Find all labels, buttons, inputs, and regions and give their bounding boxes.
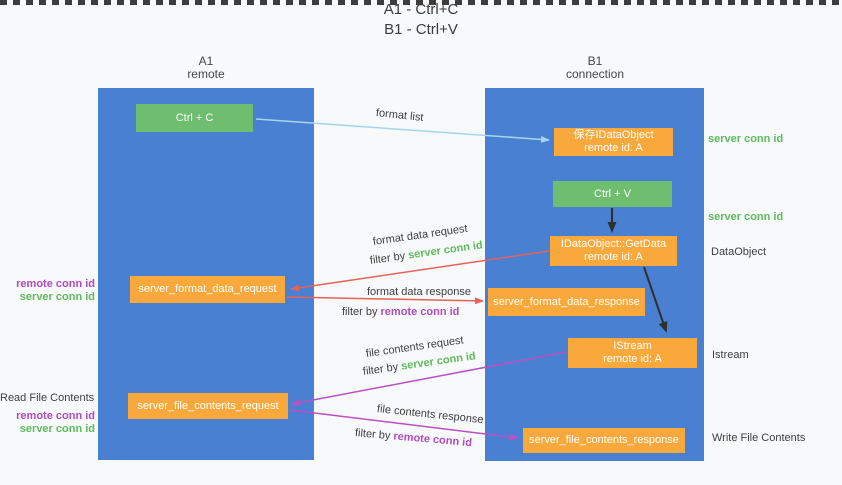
lane-a1-name: A1 — [198, 54, 214, 68]
node-ctrl-v: Ctrl + V — [553, 181, 672, 207]
remote-conn-id-text: remote conn id — [380, 306, 460, 318]
filter-by-text: filter by — [354, 427, 391, 443]
label-remote-conn-id-left2: remote conn id — [16, 410, 95, 422]
label-conn-ids-left-lower: remote conn id server conn id — [0, 410, 95, 436]
node-server-file-contents-request-label: server_file_contents_request — [137, 399, 279, 412]
node-istream-line1: IStream — [613, 340, 652, 352]
node-save-dataobject: 保存IDataObject remote id: A — [554, 128, 673, 156]
server-conn-id-text: server conn id — [407, 239, 484, 262]
label-dataobject: DataObject — [711, 246, 767, 258]
node-ctrl-c: Ctrl + C — [136, 104, 253, 132]
filter-by-text: filter by — [362, 361, 399, 378]
label-server-conn-id-left2: server conn id — [19, 423, 95, 435]
label-file-contents-response: file contents response — [376, 403, 485, 427]
lane-a1-role: remote — [187, 67, 225, 81]
node-ctrl-c-label: Ctrl + C — [175, 111, 214, 124]
label-format-list: format list — [375, 107, 425, 124]
filter-by-text: filter by — [342, 306, 378, 318]
node-server-file-contents-response: server_file_contents_response — [523, 428, 685, 453]
label-read-file-contents: Read File Contents — [0, 392, 95, 404]
node-getdata-line1: IDataObject::GetData — [560, 238, 667, 250]
label-istream: Istream — [712, 349, 749, 361]
lane-header-b1: B1 connection — [545, 55, 645, 81]
diagram-title-line1: A1 - Ctrl+C — [383, 1, 459, 18]
label-server-conn-id-right-top: server conn id — [708, 133, 784, 145]
node-getdata-line2: remote id: A — [584, 251, 643, 263]
label-conn-ids-left-upper: remote conn id server conn id — [0, 278, 95, 304]
diagram-title: A1 - Ctrl+C B1 - Ctrl+V — [0, 0, 842, 40]
node-getdata: IDataObject::GetData remote id: A — [550, 236, 677, 266]
node-server-format-data-request: server_format_data_request — [130, 276, 285, 303]
filter-by-text: filter by — [369, 250, 406, 267]
node-server-format-data-response: server_format_data_response — [488, 288, 645, 316]
label-filter-by-remote-1: filter by remote conn id — [342, 306, 459, 318]
lane-b1-name: B1 — [587, 54, 603, 68]
node-istream-line2: remote id: A — [603, 353, 662, 365]
label-filter-by-remote-2: filter by remote conn id — [354, 427, 472, 449]
node-save-dataobject-line1: 保存IDataObject — [573, 129, 654, 141]
node-server-format-data-request-label: server_format_data_request — [138, 283, 277, 295]
node-server-format-data-response-label: server_format_data_response — [493, 295, 640, 308]
label-write-file-contents: Write File Contents — [712, 432, 806, 444]
lane-header-a1: A1 remote — [156, 55, 256, 81]
node-server-file-contents-request: server_file_contents_request — [128, 393, 288, 419]
diagram-title-line2: B1 - Ctrl+V — [384, 21, 458, 38]
node-istream: IStream remote id: A — [568, 338, 697, 368]
node-ctrl-v-label: Ctrl + V — [594, 187, 631, 200]
label-server-conn-id-left1: server conn id — [19, 291, 95, 303]
lane-b1-role: connection — [565, 67, 625, 81]
label-server-conn-id-right-mid: server conn id — [708, 211, 784, 223]
node-save-dataobject-line2: remote id: A — [584, 142, 643, 154]
label-format-data-response: format data response — [367, 286, 471, 298]
label-remote-conn-id-left1: remote conn id — [16, 278, 95, 290]
dashed-divider — [0, 0, 842, 5]
remote-conn-id-text: remote conn id — [392, 430, 473, 450]
node-server-file-contents-response-label: server_file_contents_response — [529, 434, 679, 446]
